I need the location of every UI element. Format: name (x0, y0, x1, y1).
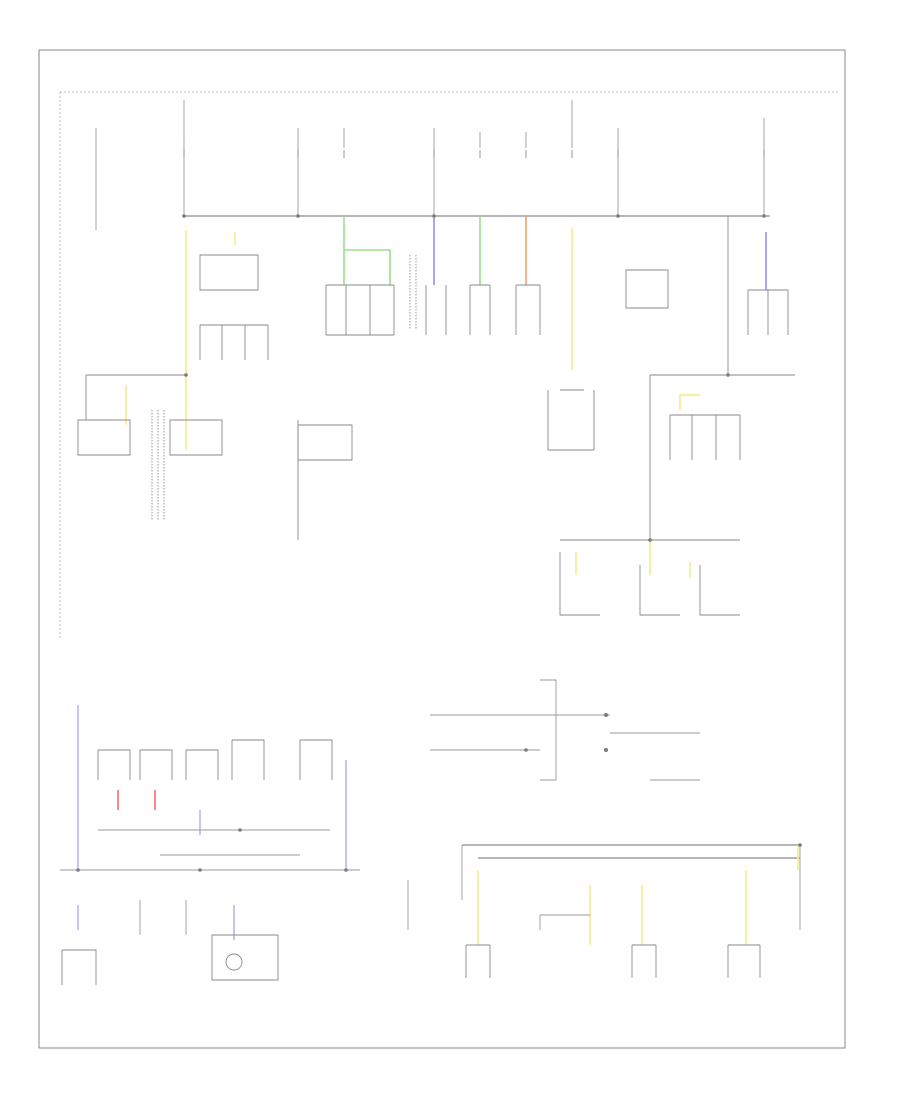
top-supply-rail (59, 91, 840, 640)
colored-branches (125, 215, 767, 578)
splice-nodes (76, 214, 802, 872)
diagram-frame (38, 49, 846, 1049)
upper-fuse-feeds (95, 100, 770, 230)
fuse-stubs (183, 150, 765, 158)
lower-left-section (60, 705, 360, 985)
lower-right-section (407, 679, 801, 978)
upper-components (77, 216, 795, 616)
